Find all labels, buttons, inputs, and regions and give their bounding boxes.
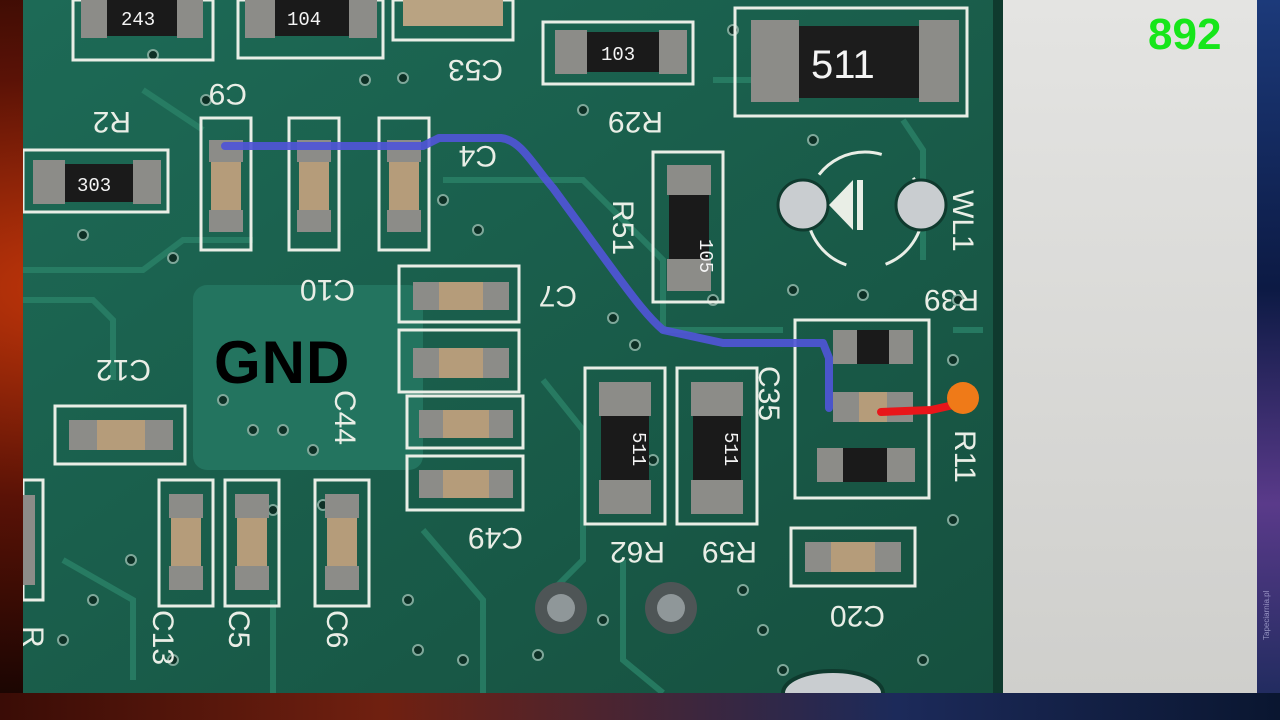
copper-traces [23, 57, 983, 693]
resistor-r29: 103 [541, 20, 695, 86]
label-c4: C4 [459, 139, 497, 172]
silkscreen-text: 511 [627, 432, 649, 466]
label-c6: C6 [320, 610, 353, 648]
capacitor-c6 [313, 478, 371, 608]
label-c44: C44 [328, 390, 361, 445]
label-c20: C20 [830, 599, 885, 632]
silkscreen-text: 511 [719, 432, 741, 466]
edge-component [23, 478, 45, 602]
resistor-511-large: 511 [733, 6, 969, 118]
silkscreen-text: 303 [77, 175, 111, 197]
capacitor-c9 [199, 116, 253, 252]
orange-dot [947, 382, 979, 414]
label-c13: C13 [146, 610, 179, 665]
label-c49: C49 [468, 521, 523, 554]
capacitor-c13 [157, 478, 215, 608]
wallpaper-watermark: Tapeciarnia.pl [1262, 590, 1271, 640]
label-wl1: WL1 [946, 190, 979, 252]
silkscreen-text: 104 [287, 9, 321, 31]
top-capacitor-c53 [391, 0, 515, 42]
label-r-edge: R [23, 626, 49, 648]
label-c7: C7 [539, 279, 577, 312]
silkscreen-text: 243 [121, 9, 155, 31]
label-r59: R59 [702, 535, 757, 568]
capacitor-c12 [53, 404, 187, 466]
mount-hole [781, 669, 885, 693]
label-r11: R11 [948, 430, 981, 483]
wallpaper-border-right [1256, 0, 1280, 720]
label-r2: R2 [93, 105, 131, 138]
label-c10: C10 [300, 273, 355, 306]
label-c35: C35 [752, 366, 785, 421]
label-c5: C5 [222, 610, 255, 648]
silkscreen-text: 103 [601, 44, 635, 66]
resistor-r2: 303 [23, 148, 170, 214]
capacitor-c10 [287, 116, 341, 252]
resistor-r59: 511 [675, 366, 759, 526]
top-resistor-243: 243 [71, 0, 215, 62]
label-r51: R51 [606, 200, 639, 255]
board-background [983, 0, 1257, 693]
capacitor-c7 [397, 264, 525, 512]
label-c9: C9 [209, 77, 247, 110]
label-c12: C12 [96, 353, 151, 386]
gnd-label: GND [214, 329, 351, 396]
wallpaper-border-bottom [0, 693, 1280, 720]
ground-pour [193, 285, 423, 470]
top-resistor-104: 104 [236, 0, 385, 60]
capacitor-c4 [377, 116, 431, 252]
resistor-r51: 105 [651, 150, 725, 304]
silkscreen-text: 511 [811, 43, 875, 87]
frame-number: 892 [1148, 10, 1222, 59]
silkscreen-text: 105 [694, 239, 716, 273]
vias [57, 24, 964, 676]
diode-wl1 [776, 150, 948, 270]
label-r39: R39 [924, 283, 979, 316]
label-r29: R29 [608, 105, 663, 138]
solder-pads [535, 582, 697, 634]
red-wire [877, 400, 962, 416]
resistor-r62: 511 [583, 366, 667, 526]
label-r62: R62 [610, 535, 665, 568]
capacitor-c5 [223, 478, 281, 608]
label-c53: C53 [448, 53, 503, 86]
capacitor-c20 [789, 526, 917, 588]
pcb-photo: 243 104 C53 103 R29 511 C9 R2 303 [23, 0, 1257, 693]
board-edge [993, 0, 1003, 693]
blue-wire [221, 134, 833, 412]
